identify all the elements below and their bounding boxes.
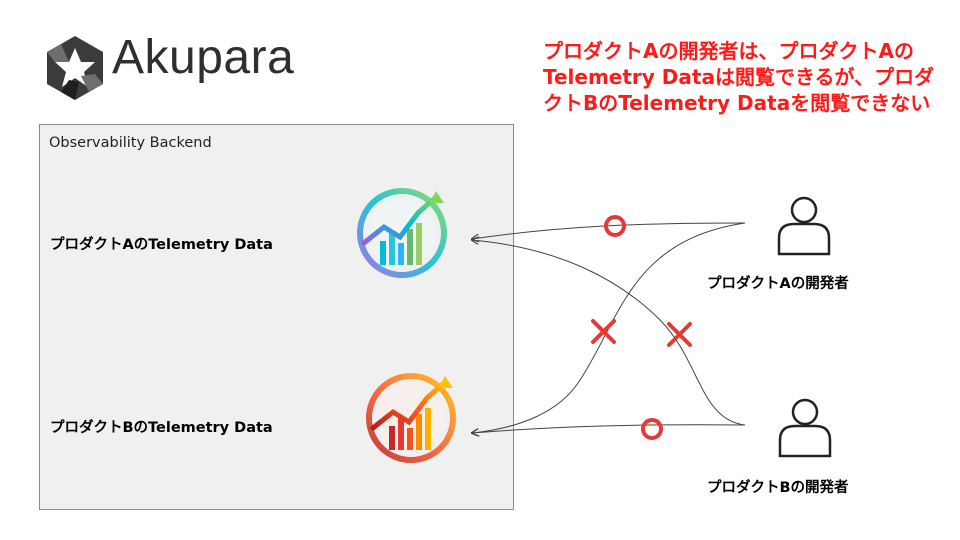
telemetry-data-a-label: プロダクトAのTelemetry Data: [50, 237, 273, 253]
observability-backend-box: [39, 124, 514, 510]
access-rule-note: プロダクトAの開発者は、プロダクトAのTelemetry Dataは閲覧できるが…: [543, 39, 935, 115]
person-icon: [778, 398, 832, 458]
person-icon: [777, 196, 831, 256]
backend-title: Observability Backend: [49, 135, 212, 151]
telemetry-data-b-label: プロダクトBのTelemetry Data: [50, 420, 273, 436]
developer-b-label: プロダクトBの開発者: [707, 480, 849, 496]
denied-mark-b-to-a: [667, 322, 692, 347]
allowed-mark-a: [604, 215, 626, 237]
brand-name: Akupara: [112, 31, 295, 84]
allowed-mark-b: [641, 418, 663, 440]
denied-mark-a-to-b: [591, 319, 616, 344]
developer-a-label: プロダクトAの開発者: [707, 276, 849, 292]
